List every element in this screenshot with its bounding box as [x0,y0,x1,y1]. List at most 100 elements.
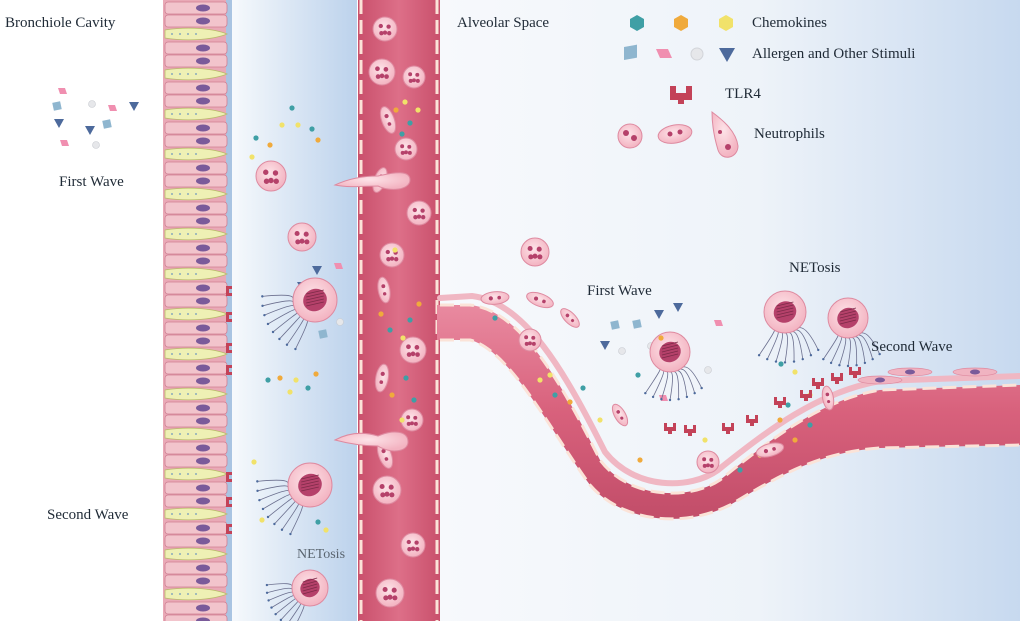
mucin-dot [179,593,181,595]
mucin-dot [195,353,197,355]
allergen-triangle [673,303,683,312]
chemokine [251,459,257,465]
legend-label-tlr4: TLR4 [725,86,761,102]
cell-nucleus [196,577,210,585]
chemokine [792,369,798,375]
mucin-dot [187,313,189,315]
netosis-cell [261,277,338,351]
tlr4-receptor-icon [670,86,692,104]
neutrophil [379,242,405,268]
chemokine [279,122,285,128]
second-wave-label-left: Second Wave [47,507,129,523]
allergen-cube [632,319,642,329]
chemokine [547,372,553,378]
cell-nucleus [196,404,210,412]
netosis-label-right: NETosis [789,260,841,276]
mucin-dot [171,433,173,435]
cells-and-particles [52,16,998,621]
cell-nucleus [970,369,980,375]
mucin-dot [195,73,197,75]
chemokine [416,301,422,307]
chemokine [702,437,708,443]
allergen-triangle [85,126,95,135]
chemokine [295,122,301,128]
neutrophil [372,475,402,505]
cell-nucleus [196,177,210,185]
chemokine [265,377,271,383]
legend [617,15,739,158]
chemokine [309,126,315,132]
netosis-cell [822,297,881,368]
tlr4-receptor [774,397,786,408]
chemokine [637,457,643,463]
mucin-dot [171,33,173,35]
cell-nucleus [905,369,915,375]
mucin-dot [187,593,189,595]
mucin-dot [171,273,173,275]
chemokine [807,422,813,428]
chemokine [537,377,543,383]
allergen-grey [704,366,712,374]
alveolar-space-label: Alveolar Space [457,15,550,31]
chemokine [777,417,783,423]
mucin-dot [179,553,181,555]
allergen-grey [336,318,344,326]
mucin-dot [179,353,181,355]
mucin-dot [195,513,197,515]
allergen-cube [610,320,620,330]
interstitial-lumen [232,0,357,621]
chemokine [411,397,417,403]
tlr4-receptor [812,378,824,389]
migrating-neutrophil [374,363,390,393]
tlr4-receptor [746,415,758,426]
mucin-dot [195,33,197,35]
tlr4-receptor [226,472,232,482]
chemokine [552,392,558,398]
migrating-neutrophil [821,385,835,411]
chemokine [253,135,259,141]
cell-nucleus [196,257,210,265]
chemokine [293,377,299,383]
mucin-dot [187,273,189,275]
legend-label-allergen: Allergen and Other Stimuli [752,46,916,62]
net-fibre [861,332,881,355]
neutrophil [372,16,398,42]
cell-nucleus [196,497,210,505]
mucin-dot [187,153,189,155]
net-fibre [795,329,812,356]
tlr4-receptor [226,365,232,375]
neutrophil [399,336,427,364]
allergen-pink [58,88,67,94]
chemokine [785,402,791,408]
net-fibre [680,368,696,394]
chemokine [287,389,293,395]
mucin-dot [171,313,173,315]
mucin-dot [195,193,197,195]
chemokine [737,467,743,473]
cell-nucleus [196,457,210,465]
mucin-dot [179,473,181,475]
neutrophil [255,160,287,192]
chemokine [315,519,321,525]
chemokine [407,317,413,323]
chemokine [399,417,405,423]
neutrophil [400,408,424,432]
mucin-dot [195,153,197,155]
neutrophil [696,450,720,474]
chemokine [313,371,319,377]
cell-nucleus [196,364,210,372]
cell-nucleus [196,97,210,105]
chemokine [778,361,784,367]
cell-nucleus [196,377,210,385]
cell-nucleus [196,44,210,52]
chemokine [635,372,641,378]
tlr4-receptor [831,373,843,384]
neutrophil [518,328,542,352]
chemokine [267,142,273,148]
mucin-dot [179,313,181,315]
cell-nucleus [196,337,210,345]
chemokine [315,137,321,143]
allergen-triangle [129,102,139,111]
mucin-dot [171,193,173,195]
